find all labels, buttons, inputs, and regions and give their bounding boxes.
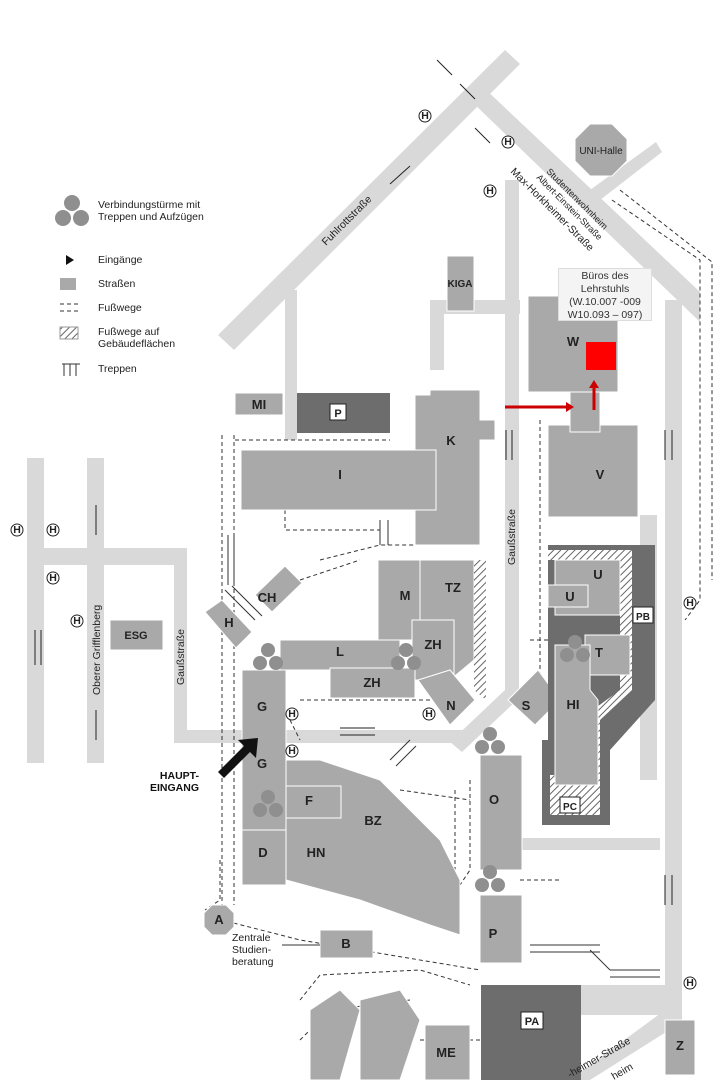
label-f: F <box>305 793 313 808</box>
label-pc: PC <box>563 802 577 813</box>
bus-stop-icon <box>46 523 60 537</box>
legend-towers-text: Verbindungstürme mit Treppen und Aufzüge… <box>98 199 204 223</box>
office-callout: Büros des Lehrstuhls (W.10.007 -009 W10.… <box>558 268 652 321</box>
label-ch: CH <box>258 590 277 605</box>
label-b: B <box>341 936 350 951</box>
label-n: N <box>446 698 455 713</box>
stairs <box>224 520 660 978</box>
legend-footpaths-buildings-text: Fußwege auf Gebäudeflächen <box>98 326 176 350</box>
svg-text:H: H <box>421 110 429 122</box>
label-u-lower: U <box>565 589 574 604</box>
label-t: T <box>595 645 603 660</box>
direction-arrows <box>34 59 673 905</box>
legend-entrance-icon <box>66 255 74 265</box>
svg-text:H: H <box>486 185 494 197</box>
street-oberer-grifflenberg: Oberer Grifflenberg <box>91 605 103 695</box>
legend-stairs-icon <box>62 363 80 376</box>
label-tz: TZ <box>445 580 461 595</box>
label-h: H <box>224 615 233 630</box>
label-s: S <box>522 698 531 713</box>
legend-entrances-text: Eingänge <box>98 254 143 266</box>
main-entrance-arrow-icon <box>218 738 258 778</box>
label-l: L <box>336 644 344 659</box>
label-zh-lower: ZH <box>363 675 380 690</box>
label-o: O <box>489 792 499 807</box>
street-fuhlrott: Fuhlrottstraße <box>320 193 375 248</box>
label-a: A <box>214 912 224 927</box>
label-hn: HN <box>307 845 326 860</box>
label-m: M <box>400 588 411 603</box>
bus-stop-icon <box>46 571 60 585</box>
label-u-upper: U <box>593 567 602 582</box>
callout-line-1: Büros des <box>581 270 629 282</box>
label-d: D <box>258 845 267 860</box>
svg-text:H: H <box>425 708 433 720</box>
label-me: ME <box>436 1045 456 1060</box>
label-g-upper: G <box>257 699 267 714</box>
legend-footpath-building-icon <box>59 326 79 340</box>
label-pa: PA <box>525 1016 540 1028</box>
svg-text:H: H <box>288 745 296 757</box>
bus-stop-icon <box>70 614 84 628</box>
label-k: K <box>446 433 456 448</box>
central-advice-leader <box>282 944 320 946</box>
main-entrance-label: HAUPT- EINGANG <box>150 770 200 794</box>
svg-text:H: H <box>504 136 512 148</box>
towers <box>55 195 590 892</box>
svg-text:H: H <box>686 977 694 989</box>
bus-stop-icon <box>422 707 436 721</box>
bus-stop-icon <box>285 707 299 721</box>
label-g-lower: G <box>257 756 267 771</box>
svg-text:H: H <box>49 524 57 536</box>
buildings <box>109 123 696 1080</box>
svg-text:H: H <box>73 615 81 627</box>
bus-stop-icon <box>483 184 497 198</box>
legend-street-icon <box>60 278 76 290</box>
bus-stop-icon <box>418 109 432 123</box>
label-i: I <box>338 467 342 482</box>
bus-stop-icon <box>10 523 24 537</box>
bus-stops <box>10 109 697 990</box>
label-esg: ESG <box>124 630 147 642</box>
label-pb: PB <box>636 612 650 623</box>
label-zh-upper: ZH <box>424 637 441 652</box>
label-p-parking: P <box>334 408 341 420</box>
bus-stop-icon <box>683 596 697 610</box>
legend-footpaths-text: Fußwege <box>98 302 142 314</box>
label-uni-halle: UNI-Halle <box>579 146 623 157</box>
callout-line-2: Lehrstuhls <box>580 283 630 295</box>
label-p: P <box>489 926 498 941</box>
streets <box>27 50 700 1080</box>
street-gauss-left: Gaußstraße <box>175 629 187 685</box>
label-mi: MI <box>252 397 266 412</box>
highlight <box>505 342 616 412</box>
bus-stop-icon <box>501 135 515 149</box>
legend-streets-text: Straßen <box>98 278 136 290</box>
label-kiga: KIGA <box>448 279 473 290</box>
svg-text:H: H <box>49 572 57 584</box>
callout-line-3: (W.10.007 -009 <box>569 296 641 308</box>
street-gauss-right: Gaußstraße <box>506 509 518 565</box>
legend-tower-icon <box>55 195 89 226</box>
lehrstuhl-office-marker <box>586 342 616 370</box>
label-w: W <box>567 334 580 349</box>
label-v: V <box>596 467 605 482</box>
label-bz: BZ <box>364 813 381 828</box>
svg-text:H: H <box>288 708 296 720</box>
svg-text:H: H <box>686 597 694 609</box>
label-hi: HI <box>567 697 580 712</box>
central-advice-label: Zentrale Studien- beratung <box>232 932 274 968</box>
legend-footpath-icon <box>60 303 80 312</box>
bus-stop-icon <box>285 744 299 758</box>
svg-text:H: H <box>13 524 21 536</box>
label-z: Z <box>676 1038 684 1053</box>
legend-icons <box>59 255 80 376</box>
legend-stairs-text: Treppen <box>98 363 137 375</box>
bus-stop-icon <box>683 976 697 990</box>
callout-line-4: W10.093 – 097) <box>567 309 643 321</box>
